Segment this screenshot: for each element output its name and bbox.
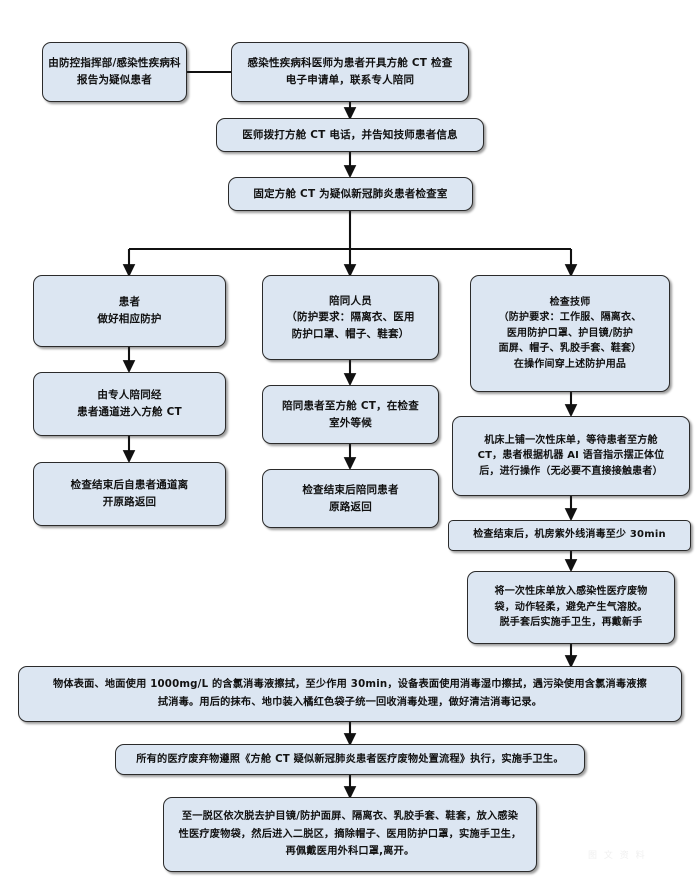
node-uv-disinfection[interactable]: 检查结束后，机房紫外线消毒至少 30min (448, 520, 691, 551)
node-accompany-wait-outside[interactable]: 陪同患者至方舱 CT，在检查 室外等候 (262, 385, 439, 444)
node-line: 固定方舱 CT 为疑似新冠肺炎患者检查室 (253, 187, 448, 200)
node-patient-escorted-entry[interactable]: 由专人陪同经 患者通道进入方舱 CT (33, 372, 226, 436)
node-patient-protection[interactable]: 患者 做好相应防护 (33, 275, 226, 347)
node-line: 电子申请单，联系专人陪同 (285, 74, 415, 86)
node-medical-waste-process[interactable]: 所有的医疗废弃物遵照《方舱 CT 疑似新冠肺炎患者医疗废物处置流程》执行，实施手… (115, 744, 585, 775)
node-line: 开原路返回 (102, 496, 157, 508)
node-line: 脱手套后实施手卫生，再戴新手 (499, 617, 643, 629)
node-doffing-procedure[interactable]: 至一脱区依次脱去护目镜/防护面屏、隔离衣、乳胶手套、鞋套，放入感染 性医疗废物袋… (163, 797, 537, 872)
node-report-suspected-case[interactable]: 由防控指挥部/感染性疾病科 报告为疑似患者 (42, 42, 187, 102)
node-line: CT，患者根据机器 AI 语音指示摆正体位 (477, 450, 665, 462)
node-line: 患者 (118, 296, 141, 308)
node-line: 由防控指挥部/感染性疾病科 (48, 57, 181, 69)
watermark-text: 图 文 资 料 (588, 851, 647, 861)
node-bed-sheet-and-positioning[interactable]: 机床上铺一次性床单，等待患者至方舱 CT，患者根据机器 AI 语音指示摆正体位 … (452, 416, 690, 496)
node-call-ct-inform-technician[interactable]: 医师拨打方舱 CT 电话，并告知技师患者信息 (216, 118, 484, 152)
node-accompany-return[interactable]: 检查结束后陪同患者 原路返回 (262, 469, 439, 528)
node-line: 报告为疑似患者 (77, 74, 152, 86)
node-line: 检查结束后自患者通道离 (70, 479, 189, 491)
node-line: 面屏、帽子、乳胶手套、鞋套） (498, 343, 642, 355)
node-line: 陪同人员 (329, 295, 372, 308)
node-line: 检查技师 (549, 296, 591, 308)
node-technician-ppe[interactable]: 检查技师 （防护要求：工作服、隔离衣、 医用防护口罩、护目镜/防护 面屏、帽子、… (470, 275, 670, 392)
node-line: 做好相应防护 (97, 313, 162, 325)
node-line: 感染性疾病科医师为患者开具方舱 CT 检查 (247, 57, 453, 69)
node-designate-exam-room[interactable]: 固定方舱 CT 为疑似新冠肺炎患者检查室 (228, 177, 473, 211)
node-patient-exit-return[interactable]: 检查结束后自患者通道离 开原路返回 (33, 462, 226, 526)
node-line: 将一次性床单放入感染性医疗废物 (494, 586, 648, 598)
node-line: 物体表面、地面使用 1000mg/L 的含氯消毒液擦拭，至少作用 30min，设… (52, 679, 648, 691)
node-line: 机床上铺一次性床单，等待患者至方舱 (484, 434, 658, 446)
node-line: 再佩戴医用外科口罩,离开。 (285, 846, 415, 858)
node-line: 患者通道进入方舱 CT (77, 406, 182, 418)
node-issue-ct-request[interactable]: 感染性疾病科医师为患者开具方舱 CT 检查 电子申请单，联系专人陪同 (231, 42, 469, 102)
node-surface-disinfection[interactable]: 物体表面、地面使用 1000mg/L 的含氯消毒液擦拭，至少作用 30min，设… (18, 666, 682, 722)
node-line: 医用防护口罩、护目镜/防护 (506, 327, 634, 339)
node-line: 防护口罩、帽子、鞋套） (291, 327, 410, 340)
node-line: 拭消毒。用后的抹布、地巾装入橘红色袋子统一回收消毒处理，做好清洁消毒记录。 (157, 697, 543, 708)
node-line: （防护要求：工作服、隔离衣、 (498, 312, 642, 324)
node-line: 由专人陪同经 (97, 389, 162, 401)
node-line: 室外等候 (329, 416, 372, 429)
node-line: 医师拨打方舱 CT 电话，并告知技师患者信息 (242, 128, 458, 141)
node-accompany-staff-ppe[interactable]: 陪同人员 （防护要求：隔离衣、医用 防护口罩、帽子、鞋套） (262, 275, 439, 360)
node-line: 在操作间穿上述防护用品 (513, 358, 627, 370)
node-line: 性医疗废物袋，然后进入二脱区，摘除帽子、医用防护口罩，实施手卫生， (178, 828, 522, 840)
node-line: 陪同患者至方舱 CT，在检查 (282, 399, 419, 412)
node-line: 后，进行操作（无必要不直接接触患者） (479, 465, 663, 477)
node-line: 袋，动作轻柔，避免产生气溶胶。 (494, 601, 648, 613)
node-line: 所有的医疗废弃物遵照《方舱 CT 疑似新冠肺炎患者医疗废物处置流程》执行，实施手… (136, 753, 564, 765)
node-line: 检查结束后，机房紫外线消毒至少 30min (473, 529, 666, 541)
node-line: 原路返回 (329, 500, 372, 513)
node-line: 至一脱区依次脱去护目镜/防护面屏、隔离衣、乳胶手套、鞋套，放入感染 (181, 810, 519, 822)
node-line: 检查结束后陪同患者 (302, 483, 399, 496)
node-line: （防护要求：隔离衣、医用 (286, 311, 415, 324)
node-dispose-bed-sheet[interactable]: 将一次性床单放入感染性医疗废物 袋，动作轻柔，避免产生气溶胶。 脱手套后实施手卫… (467, 571, 675, 644)
